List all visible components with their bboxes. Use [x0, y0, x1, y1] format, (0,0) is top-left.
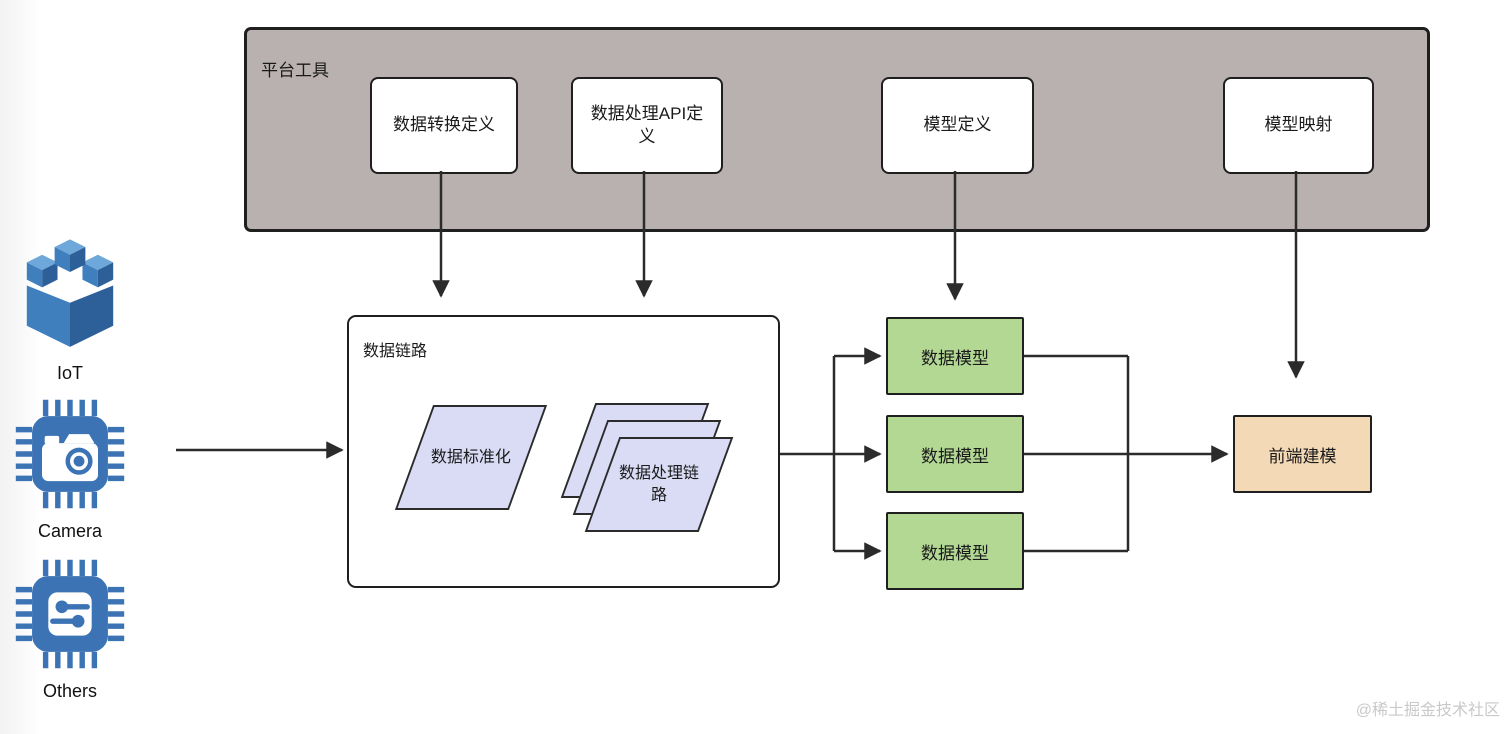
source-label-others: Others	[42, 681, 98, 701]
circuit-chip-icon	[15, 559, 125, 669]
source-label-iot: IoT	[56, 363, 83, 383]
node-frontend-modeling: 前端建模	[1233, 415, 1372, 493]
node-data-model-1: 数据模型	[886, 317, 1024, 395]
camera-chip-icon	[15, 399, 125, 509]
source-label-camera: Camera	[37, 521, 103, 541]
node-label: 数据模型	[921, 543, 989, 563]
node-model-mapping: 模型映射	[1223, 77, 1374, 174]
node-data-model-3: 数据模型	[886, 512, 1024, 590]
platform-tools-title: 平台工具	[261, 61, 329, 80]
node-data-model-2: 数据模型	[886, 415, 1024, 493]
node-model-definition: 模型定义	[881, 77, 1034, 174]
node-label: 模型映射	[1264, 115, 1333, 135]
pipeline-title: 数据链路	[363, 343, 428, 360]
node-label: 数据转换定义	[393, 115, 495, 135]
node-data-standardization: 数据标准化	[394, 405, 548, 510]
iot-cube-icon	[26, 239, 114, 347]
source-camera: Camera	[14, 396, 126, 542]
node-label: 数据模型	[921, 446, 989, 466]
node-label: 数据处理链路	[618, 464, 699, 504]
node-label: 前端建模	[1268, 446, 1337, 466]
node-data-transform-definition: 数据转换定义	[370, 77, 518, 174]
platform-tools-container: 平台工具 数据转换定义 数据处理API定义 模型定义 模型映射	[244, 27, 1430, 232]
node-label: 数据处理API定义	[590, 103, 704, 146]
source-iot: IoT	[22, 238, 118, 384]
node-data-pipeline: 数据链路 数据标准化 数据处理链路	[347, 315, 780, 588]
node-data-processing-api-definition: 数据处理API定义	[571, 77, 723, 174]
node-label: 数据模型	[921, 348, 989, 368]
watermark: @稀土掘金技术社区	[1355, 702, 1500, 719]
source-others: Others	[14, 556, 126, 702]
node-label: 模型定义	[923, 115, 992, 135]
node-label: 数据标准化	[430, 448, 511, 466]
